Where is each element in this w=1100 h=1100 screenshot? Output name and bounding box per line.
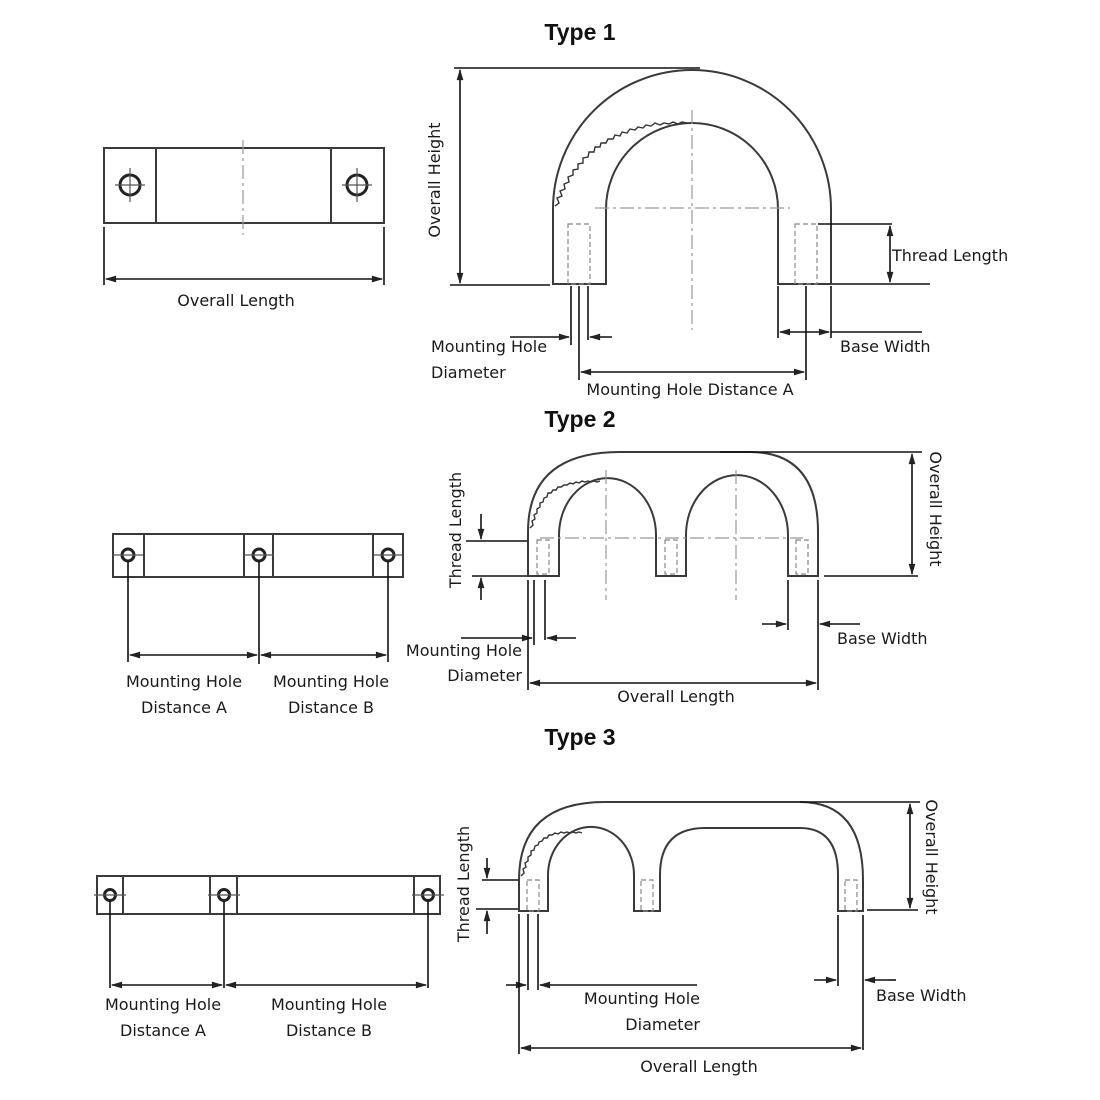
overall-height-label: Overall Height (926, 451, 945, 566)
base-width-label: Base Width (840, 337, 931, 356)
type-2-title: Type 2 (544, 406, 615, 432)
bracket-outline (103, 147, 385, 224)
type-1-top-view: Overall Length (103, 140, 385, 310)
hole-diameter-label-line2: Diameter (625, 1015, 700, 1034)
bracket-outline (96, 875, 441, 915)
tapped-hole-hidden (794, 223, 818, 285)
overall-length-label: Overall Length (177, 291, 294, 310)
type-1-title: Type 1 (544, 19, 615, 45)
type-1-side-view: Overall Height Thread Length Mounting Ho… (425, 67, 1008, 399)
u-bolt-outline (527, 451, 819, 577)
hole-diameter-label-line2: Diameter (431, 363, 506, 382)
hole-distance-a-label: Mounting Hole Distance A (586, 380, 793, 399)
tapped-hole-hidden (526, 879, 540, 912)
hole-distance-a-label-line2: Distance A (120, 1021, 206, 1040)
thread-length-label: Thread Length (891, 246, 1008, 265)
hole-distance-a-label-line1: Mounting Hole (105, 995, 221, 1014)
hole-distance-b-label-line1: Mounting Hole (273, 672, 389, 691)
overall-length-label: Overall Length (640, 1057, 757, 1076)
hole-diameter-label-line1: Mounting Hole (584, 989, 700, 1008)
thread-pattern (520, 831, 583, 877)
overall-height-label: Overall Height (922, 799, 941, 914)
type-2-side-view: Thread Length Overall Height Base Width … (406, 451, 945, 706)
thread-length-label: Thread Length (454, 826, 473, 943)
base-width-label: Base Width (837, 629, 928, 648)
thread-length-label: Thread Length (446, 472, 465, 589)
thread-pattern (554, 121, 688, 207)
hole-distance-a-label-line1: Mounting Hole (126, 672, 242, 691)
tapped-hole-hidden (536, 539, 550, 575)
tapped-hole-hidden (795, 539, 809, 575)
type-1-diagram: Type 1 Overall Length (103, 19, 1008, 399)
hole-distance-a-label-line2: Distance A (141, 698, 227, 717)
hole-diameter-label-line2: Diameter (447, 666, 522, 685)
overall-height-label: Overall Height (425, 122, 444, 237)
type-3-side-view: Thread Length Overall Height Base Width … (454, 799, 967, 1076)
type-2-top-view: Mounting Hole Distance A Mounting Hole D… (112, 533, 404, 717)
type-3-top-view: Mounting Hole Distance A Mounting Hole D… (94, 875, 444, 1040)
type-2-diagram: Type 2 Mounting Hole Distance A Mounting… (112, 406, 945, 717)
hole-diameter-label-line1: Mounting Hole (431, 337, 547, 356)
hole-diameter-label-line1: Mounting Hole (406, 641, 522, 660)
thread-pattern (529, 480, 601, 529)
tapped-hole-hidden (844, 879, 858, 912)
hole-distance-b-label-line2: Distance B (286, 1021, 372, 1040)
type-3-title: Type 3 (544, 724, 615, 750)
base-width-label: Base Width (876, 986, 967, 1005)
type-3-diagram: Type 3 Mounting Hole Distance A Mounting… (94, 724, 967, 1076)
hole-distance-b-label-line1: Mounting Hole (271, 995, 387, 1014)
overall-length-label: Overall Length (617, 687, 734, 706)
u-bolt-outline (518, 801, 864, 912)
tapped-hole-hidden (664, 539, 678, 575)
hole-distance-b-label-line2: Distance B (288, 698, 374, 717)
u-bolt-outline (552, 69, 832, 285)
tapped-hole-hidden (567, 223, 591, 285)
tapped-hole-hidden (640, 879, 654, 912)
